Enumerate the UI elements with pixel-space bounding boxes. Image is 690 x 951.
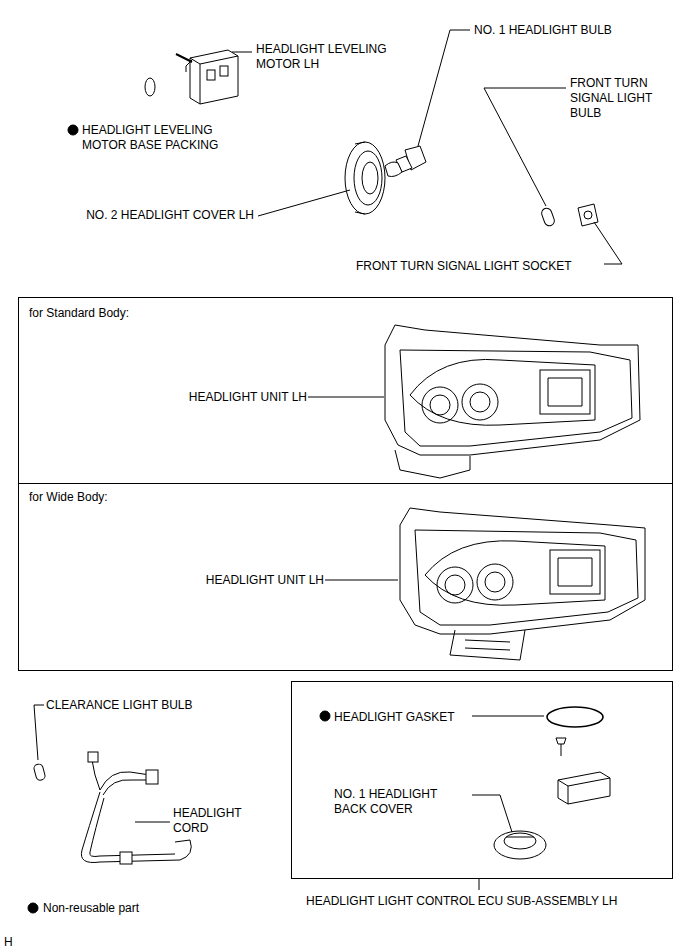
node-heading: HEADLIGHT LIGHT CONTROL ECU SUB-ASSEMBLY… [306, 894, 617, 909]
sub-assembly-box: HEADLIGHT LIGHT CONTROL ECU SUB-ASSEMBLY… [291, 681, 673, 879]
headlight-unit-wide [400, 508, 645, 660]
part-name: HEADLIGHT UNIT LH [206, 573, 324, 588]
variant-panel: for Wide Body: HEADLIGHT UNIT LH [18, 483, 673, 671]
part-name: FRONT TURN SIGNAL LIGHT BULB [570, 76, 670, 121]
clearance-bulb [33, 763, 46, 781]
legend-text: Non-reusable part [43, 901, 139, 916]
part-name: HEADLIGHT UNIT LH [189, 390, 307, 405]
part-name: CLEARANCE LIGHT BULB [46, 698, 193, 713]
headlight-gasket [547, 707, 603, 727]
part-name: HEADLIGHT GASKET [334, 710, 454, 725]
headlight-bulb [385, 146, 426, 177]
part-name: NO. 1 HEADLIGHT BACK COVER [334, 787, 459, 817]
part-name: NO. 1 HEADLIGHT BULB [474, 23, 612, 38]
ecu [558, 772, 610, 804]
node-heading: for Wide Body: [29, 490, 108, 505]
legend-bullet [28, 903, 38, 913]
headlight-cover [345, 142, 385, 214]
part-name: HEADLIGHT LEVELING MOTOR LH [256, 42, 396, 72]
part-name: HEADLIGHT CORD [173, 806, 263, 836]
non-reusable-bullet [68, 125, 78, 135]
back-cover [494, 831, 546, 859]
figure-code: H [4, 935, 13, 950]
part-name: HEADLIGHT LEVELING MOTOR BASE PACKING [82, 123, 232, 153]
variant-panel: for Standard Body: HEADLIGHT UNIT LH [18, 297, 673, 484]
headlight-unit-standard [385, 325, 640, 478]
non-reusable-bullet [320, 711, 330, 721]
packing-ring [145, 78, 155, 96]
node-heading: for Standard Body: [29, 306, 129, 321]
leveling-motor [176, 50, 238, 104]
part-name: FRONT TURN SIGNAL LIGHT SOCKET [356, 259, 572, 274]
part-name: NO. 2 HEADLIGHT COVER LH [86, 208, 254, 223]
screw [556, 738, 566, 756]
turn-bulb [540, 207, 556, 227]
